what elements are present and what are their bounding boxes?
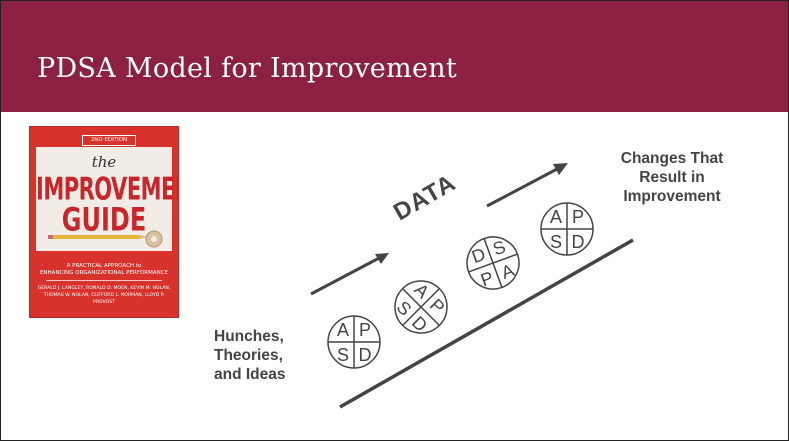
cycle-4-letter-p: P <box>572 207 584 227</box>
book-title-guide: GUIDE <box>61 201 147 239</box>
book-authors-line-1: GERALD J. LANGLEY, RONALD D. MOEN, KEVIN… <box>37 286 171 291</box>
data-arrow-upper <box>486 163 568 208</box>
data-arrow-lower <box>310 253 389 296</box>
book-title-improvement: IMPROVEMENT <box>36 171 178 207</box>
book-subtitle-line-2: ENHANCING ORGANIZATIONAL PERFORMANCE <box>39 270 169 276</box>
book-title-the: the <box>91 153 117 171</box>
pdsa-cycle-1: A P S D <box>327 315 381 369</box>
cycle-1-letter-d: D <box>359 345 372 365</box>
pdsa-cycle-4: A P S D <box>540 202 594 256</box>
book-edition-badge: 2ND EDITION <box>82 135 136 146</box>
cycle-1-letter-a: A <box>337 320 349 340</box>
book-authors: GERALD J. LANGLEY, RONALD D. MOEN, KEVIN… <box>34 285 174 306</box>
cycle-1-letter-s: S <box>337 345 349 365</box>
book-subtitle: A PRACTICAL APPROACH to ENHANCING ORGANI… <box>30 263 178 277</box>
cycle-4-letter-a: A <box>550 207 562 227</box>
title-bar: PDSA Model for Improvement <box>1 1 788 112</box>
cycle-1-letter-p: P <box>359 320 371 340</box>
book-authors-line-2: THOMAS W. NOLAN, CLIFFORD L. NORMAN, LLO… <box>43 293 165 305</box>
cycle-4-letter-d: D <box>572 232 585 252</box>
pencil-illustration <box>48 230 163 248</box>
cycle-3-letter-d: D <box>469 244 488 267</box>
pdsa-cycle-2: A P S D <box>393 279 449 335</box>
cycle-4-letter-s: S <box>550 232 562 252</box>
slide-title: PDSA Model for Improvement <box>37 53 458 84</box>
book-subtitle-line-1: A PRACTICAL APPROACH to <box>66 263 142 269</box>
changes-label: Changes That Result in Improvement <box>620 150 724 205</box>
ramp-line <box>339 238 634 409</box>
book-divider <box>46 280 162 281</box>
hunches-label: Hunches, Theories, and Ideas <box>214 328 286 383</box>
book-title-panel: the IMPROVEMENT GUIDE <box>36 147 178 251</box>
pdsa-cycle-3: D S P A <box>466 236 520 290</box>
book-cover-image: 2ND EDITION the IMPROVEMENT GUIDE A PRAC… <box>29 126 179 318</box>
